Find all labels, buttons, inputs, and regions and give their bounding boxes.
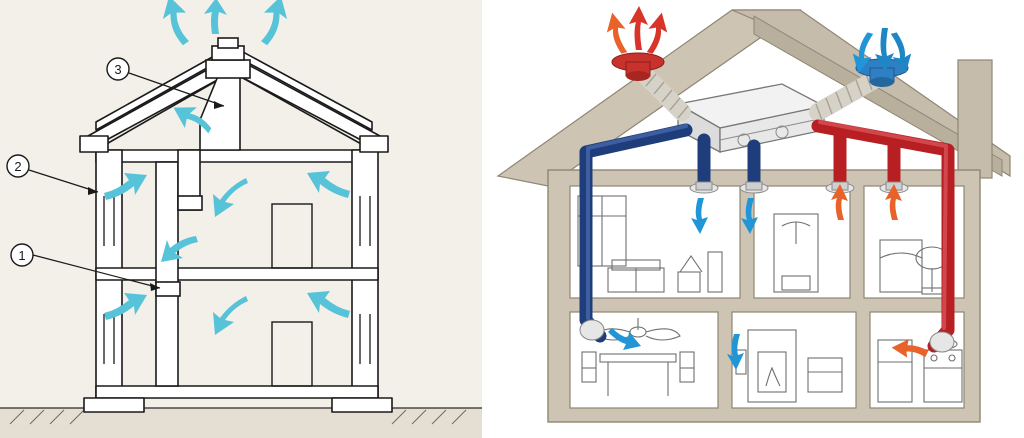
extract-duct-highlight — [818, 120, 948, 330]
wall-openings — [103, 196, 371, 364]
room-bathroom-furniture — [773, 213, 819, 293]
ground-hatching — [0, 407, 482, 438]
diffuser-bedroom-supply-2 — [739, 181, 769, 194]
callout-3-label: 3 — [114, 62, 121, 77]
callout-3: 3 — [106, 57, 225, 109]
callout-group: 1 2 3 — [6, 57, 225, 291]
house-section-outline — [79, 45, 393, 413]
house-body — [547, 169, 981, 423]
natural-ventilation-diagram: 1 2 3 — [0, 0, 482, 438]
interior-extract-arrows — [831, 184, 929, 358]
supply-roof-arrows — [852, 28, 912, 74]
ventilation-shaft — [155, 37, 251, 387]
callout-2: 2 — [6, 154, 99, 195]
roof — [496, 9, 1011, 187]
roof-extract-terminal — [611, 52, 665, 81]
callout-1: 1 — [10, 243, 161, 291]
diffuser-bedroom-supply — [689, 181, 719, 194]
interior-doors — [271, 203, 313, 387]
mechanical-ventilation-diagram — [482, 0, 1024, 438]
interior-supply-arrows — [608, 198, 758, 370]
supply-duct-highlight — [586, 124, 688, 320]
diffuser-kitchen-extract — [929, 331, 955, 353]
callout-2-label: 2 — [14, 159, 21, 174]
callout-1-label: 1 — [18, 248, 25, 263]
panel-natural-ventilation: 1 2 3 — [0, 0, 482, 438]
extract-roof-arrows — [606, 6, 668, 54]
airflow-arrows — [104, 0, 350, 335]
panel-mechanical-ventilation — [482, 0, 1024, 438]
roof-supply-terminal — [855, 58, 909, 87]
diffuser-living-supply — [579, 319, 605, 341]
room-hall-furniture — [735, 329, 843, 403]
flexible-roof-ducts — [633, 63, 883, 121]
